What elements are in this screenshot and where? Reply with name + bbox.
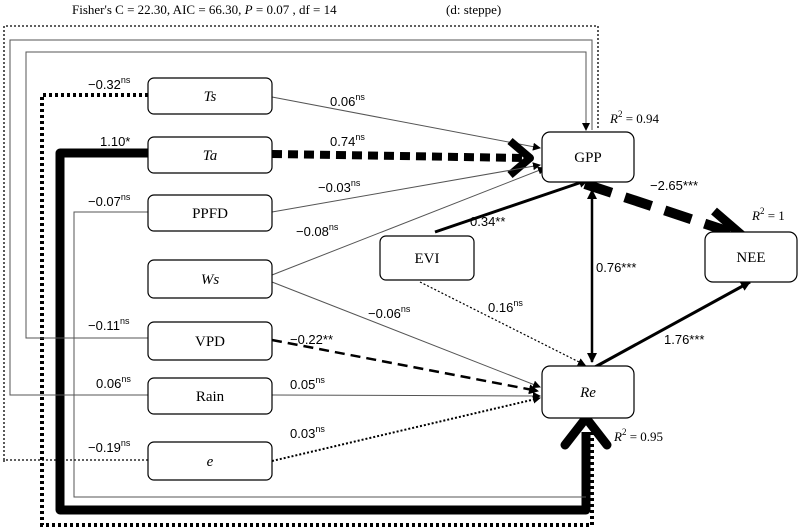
ppfd-gpp-coef: −0.03ns	[318, 178, 361, 195]
evi-re-coef: 0.16ns	[488, 298, 523, 315]
e-loop-path	[3, 25, 599, 462]
ppfd-loop-path	[73, 211, 586, 498]
rain-loop-path	[9, 39, 593, 396]
re-nee-path	[594, 280, 751, 369]
ppfd-gpp-path	[271, 162, 541, 213]
rain-re-coef: 0.05ns	[290, 375, 325, 392]
node-nee: NEE	[704, 231, 798, 283]
svg-text:e: e	[207, 454, 214, 470]
svg-text:GPP: GPP	[574, 150, 602, 166]
rain-re-path	[271, 391, 541, 400]
ta-gpp-coef: 0.74ns	[330, 132, 365, 149]
node-ppfd: PPFD	[147, 194, 273, 232]
svg-text:PPFD: PPFD	[192, 206, 228, 222]
site-label: (d: steppe)	[446, 2, 501, 17]
node-ws: Ws	[147, 259, 273, 299]
svg-text:NEE: NEE	[736, 250, 765, 266]
ws-re-coef: −0.06ns	[368, 304, 411, 321]
e-re-coef: 0.03ns	[290, 424, 325, 441]
ppfd-loop-coef: −0.07ns	[88, 192, 131, 209]
node-ta: Ta	[147, 136, 273, 174]
ta-gpp-path	[271, 150, 526, 162]
gpp-re-coef: 0.76***	[596, 260, 636, 275]
gpp-nee-coef: −2.65***	[650, 178, 698, 193]
evi-re-path	[419, 281, 586, 366]
svg-text:Ta: Ta	[203, 148, 217, 164]
ws-gpp-coef: −0.08ns	[296, 222, 339, 239]
gpp-r2-label: R2 = 0.94	[609, 109, 660, 126]
e-loop-coef: −0.19ns	[88, 438, 131, 455]
evi-gpp-path	[434, 178, 589, 234]
node-gpp: GPP	[541, 131, 635, 183]
re-r2-label: R2 = 0.95	[613, 427, 663, 444]
node-evi: EVI	[379, 235, 475, 281]
vpd-re-coef: −0.22**	[290, 332, 333, 347]
e-re-path	[271, 395, 541, 462]
svg-text:EVI: EVI	[415, 251, 440, 267]
svg-text:Rain: Rain	[196, 389, 225, 405]
svg-text:VPD: VPD	[195, 334, 225, 350]
svg-text:Re: Re	[579, 385, 596, 401]
ts-loop-path	[40, 93, 594, 527]
ws-re-path	[271, 281, 541, 389]
ws-gpp-path	[271, 166, 546, 276]
gpp-nee-path	[583, 179, 732, 237]
node-vpd: VPD	[147, 321, 273, 361]
ta-loop-coef: 1.10*	[100, 134, 130, 149]
node-ts: Ts	[147, 77, 273, 115]
node-rain: Rain	[147, 377, 273, 415]
ts-gpp-path	[271, 96, 541, 151]
node-e: e	[147, 441, 273, 481]
nee-r2-label: R2 = 1	[751, 206, 785, 223]
re-nee-coef: 1.76***	[664, 332, 704, 347]
ta-loop-path	[55, 148, 591, 515]
vpd-loop-coef: −0.11ns	[88, 316, 130, 333]
svg-text:Ws: Ws	[201, 272, 219, 288]
evi-gpp-coef: 0.34**	[470, 214, 505, 229]
vpd-re-path	[271, 338, 539, 395]
rain-loop-coef: 0.06ns	[96, 374, 131, 391]
ts-loop-coef: −0.32ns	[88, 75, 131, 92]
vpd-loop-path	[25, 51, 590, 339]
svg-text:Ts: Ts	[204, 89, 217, 105]
ts-gpp-coef: 0.06ns	[330, 92, 365, 109]
node-re: Re	[541, 365, 635, 419]
model-fit-statistics: Fisher's C = 22.30, AIC = 66.30, P = 0.0…	[72, 2, 337, 17]
